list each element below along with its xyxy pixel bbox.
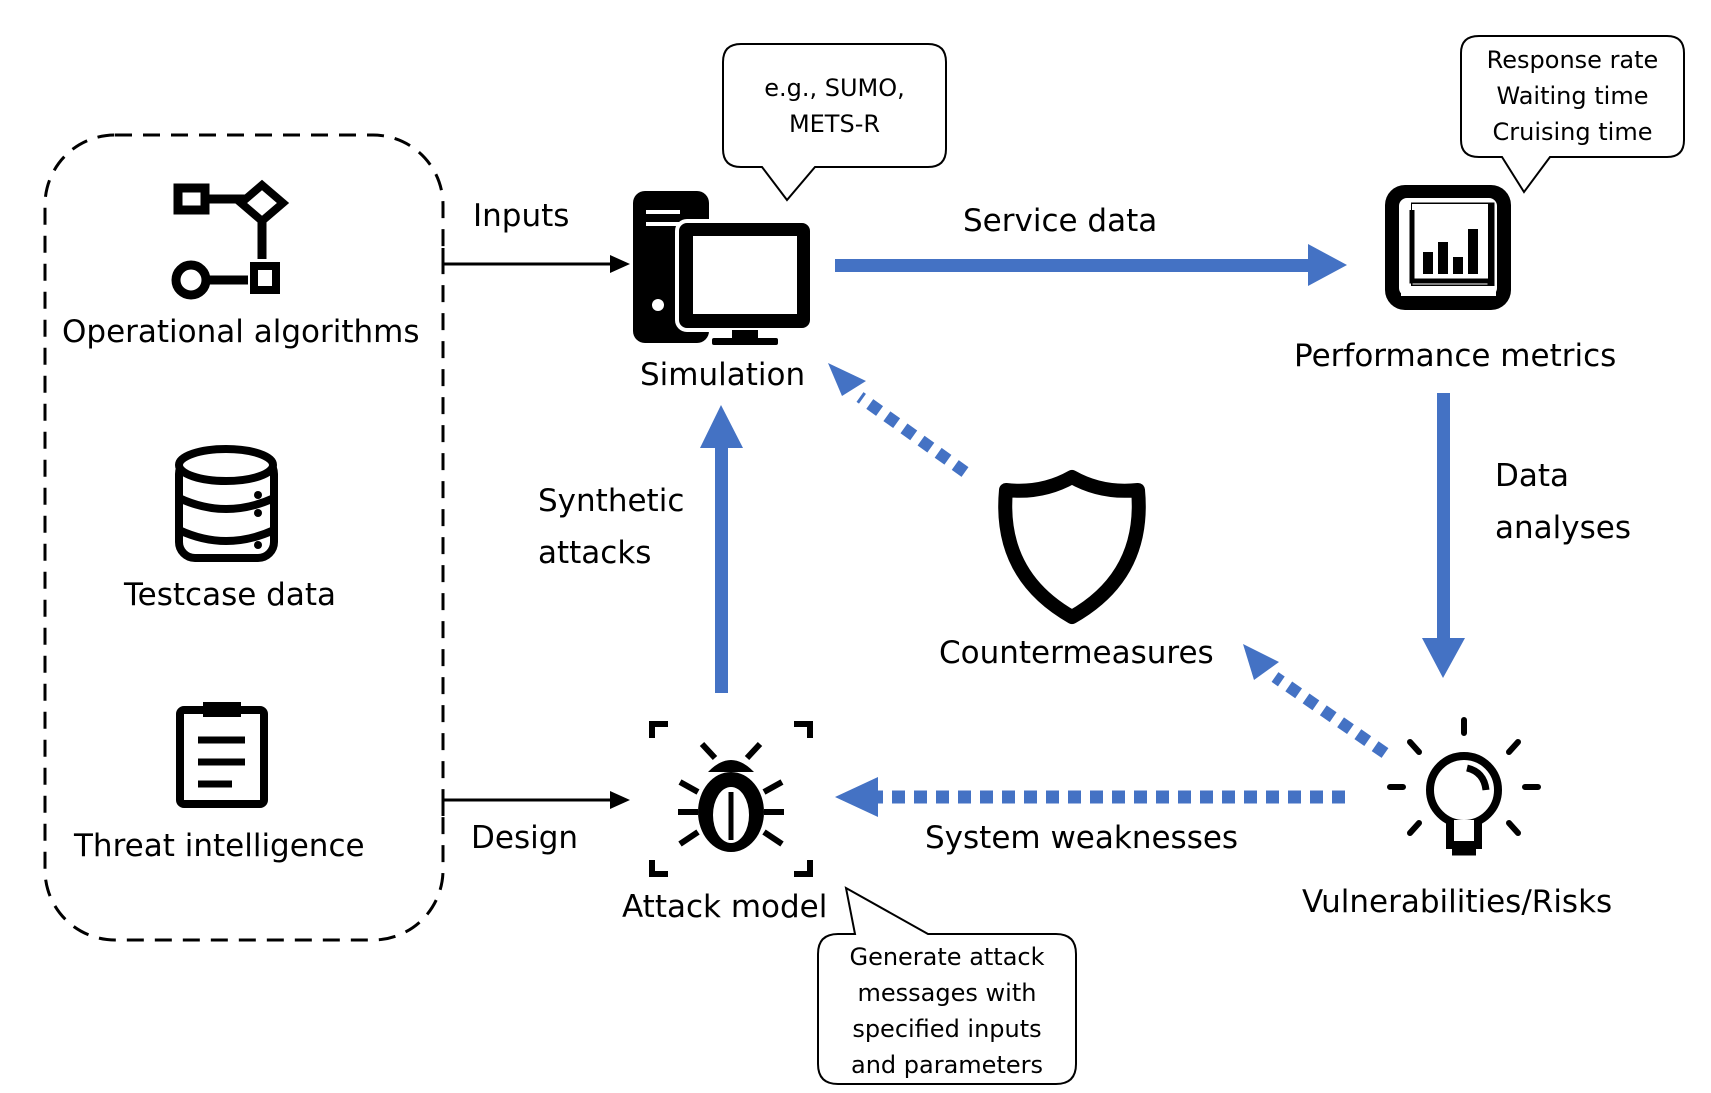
bar-chart-icon [1385, 185, 1511, 310]
computer-icon [633, 191, 814, 345]
callout-line: and parameters [851, 1051, 1043, 1079]
data-analyses-label-line1: Data [1495, 458, 1570, 494]
callout-line: Waiting time [1496, 82, 1649, 110]
threat-intelligence-label: Threat intelligence [74, 828, 365, 864]
inputs-group-box [43, 133, 445, 942]
database-icon [175, 445, 278, 562]
synthetic-attacks-label-line2: attacks [538, 535, 652, 571]
lightbulb-icon [1387, 717, 1541, 856]
flowchart-icon [171, 179, 290, 300]
clipboard-icon [176, 702, 268, 808]
attack-model-label: Attack model [622, 889, 828, 925]
vulnerability-to-countermeasure-arrow [1243, 644, 1389, 758]
data-analyses-label-line2: analyses [1495, 510, 1631, 546]
simulation-tools-text: e.g., SUMO, METS-R [723, 70, 946, 142]
attack-note-callout [817, 886, 1077, 1085]
inputs-arrow [441, 248, 630, 273]
design-label: Design [471, 820, 579, 856]
testcase-data-label: Testcase data [124, 577, 336, 613]
shield-icon [998, 470, 1146, 624]
data-analyses-arrow [1422, 393, 1465, 678]
simulation-tools-callout [722, 43, 947, 202]
callout-line: messages with [857, 979, 1037, 1007]
synthetic-attacks-label-line1: Synthetic [538, 483, 685, 519]
callout-line: METS-R [788, 110, 881, 138]
callout-line: e.g., SUMO, [764, 74, 905, 102]
countermeasures-label: Countermeasures [939, 635, 1214, 671]
inputs-label: Inputs [473, 198, 570, 234]
countermeasure-feedback-arrow [828, 363, 969, 477]
design-arrow [441, 791, 630, 816]
callout-line: Generate attack [849, 943, 1045, 971]
callout-line: Response rate [1486, 46, 1659, 74]
system-weaknesses-label: System weaknesses [925, 820, 1239, 856]
bug-icon [649, 721, 813, 877]
service-data-label: Service data [963, 203, 1158, 239]
callout-line: specified inputs [852, 1015, 1042, 1043]
attack-note-text: Generate attack messages with specified … [818, 939, 1076, 1083]
performance-metrics-label: Performance metrics [1294, 338, 1617, 374]
service-data-arrow [835, 244, 1347, 286]
system-weaknesses-arrow [835, 777, 1345, 817]
synthetic-attacks-arrow [700, 405, 743, 693]
operational-algorithms-label: Operational algorithms [62, 314, 420, 350]
callout-line: Cruising time [1492, 118, 1653, 146]
metrics-callout [1460, 35, 1685, 194]
simulation-label: Simulation [640, 357, 806, 393]
metrics-list-text: Response rate Waiting time Cruising time [1461, 42, 1684, 150]
vulnerabilities-label: Vulnerabilities/Risks [1302, 884, 1613, 920]
